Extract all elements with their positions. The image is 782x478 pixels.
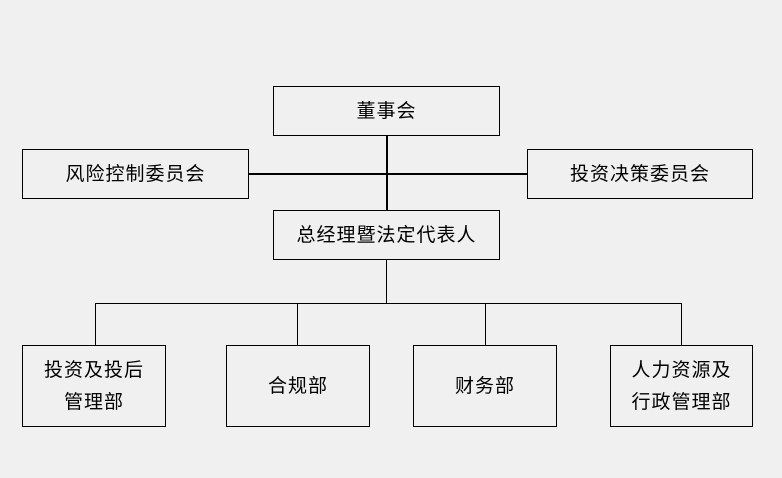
finance-dept-label: 财务部: [454, 375, 515, 397]
general-manager-label: 总经理暨法定代表人: [296, 224, 477, 246]
connector-to-investment-dept: [95, 303, 96, 345]
hr-admin-dept-label: 人力资源及行政管理部: [631, 359, 732, 413]
risk-committee-node: 风险控制委员会: [22, 149, 249, 199]
compliance-dept-label: 合规部: [267, 375, 328, 397]
hr-admin-dept-node: 人力资源及行政管理部: [610, 345, 753, 427]
investment-committee-label: 投资决策委员会: [569, 163, 710, 185]
connector-to-compliance: [297, 303, 298, 345]
connector-risk-to-center: [249, 173, 388, 175]
finance-dept-node: 财务部: [413, 345, 557, 427]
board-node: 董事会: [273, 86, 500, 136]
risk-committee-label: 风险控制委员会: [65, 163, 206, 185]
investment-committee-node: 投资决策委员会: [527, 149, 753, 199]
investment-dept-label: 投资及投后管理部: [43, 359, 144, 413]
connector-to-hr-admin: [681, 303, 682, 345]
department-bus-line: [95, 303, 682, 304]
connector-to-finance: [485, 303, 486, 345]
connector-center-to-investment-committee: [386, 173, 527, 175]
investment-dept-node: 投资及投后管理部: [22, 345, 166, 427]
board-label: 董事会: [356, 100, 417, 122]
general-manager-node: 总经理暨法定代表人: [273, 210, 500, 260]
compliance-dept-node: 合规部: [226, 345, 370, 427]
connector-gm-to-bus: [386, 260, 387, 303]
